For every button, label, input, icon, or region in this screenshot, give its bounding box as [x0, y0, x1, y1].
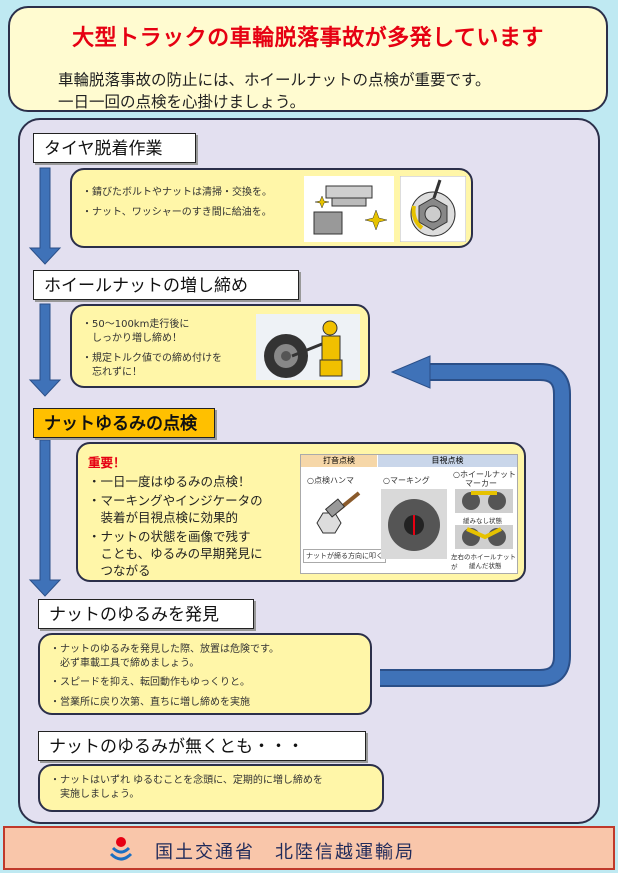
step3-label: ナットゆるみの点検	[33, 408, 215, 438]
step3-point-2: ・マーキングやインジケータの	[88, 493, 263, 508]
step5-bullet-1b: 実施しましょう。	[50, 789, 140, 800]
header-line-1: 車輪脱落事故の防止には、ホイールナットの点検が重要です。	[58, 71, 491, 89]
marking-wheel-icon	[381, 489, 447, 559]
marker-loose-caption-2: 緩んだ状態	[469, 562, 502, 570]
step2-bullet-1b: しっかり増し締め！	[82, 333, 182, 344]
step1-bullet-1: ・錆びたボルトやナットは清掃・交換を。	[82, 187, 272, 198]
step4-label: ナットのゆるみを発見	[38, 599, 254, 629]
hammer-icon	[316, 491, 361, 534]
step5-label: ナットのゆるみが無くとも・・・	[38, 731, 366, 761]
col-hammer-header: 打音点検	[301, 455, 377, 467]
step5-bullet-1: ・ナットはいずれ ゆるむことを念頭に、定期的に増し締めを	[50, 775, 323, 786]
step2-bullet-1: ・50～100km走行後に	[82, 319, 190, 330]
ministry-logo-icon	[109, 837, 133, 861]
worker-tightening-illustration	[256, 314, 360, 380]
page-title: 大型トラックの車輪脱落事故が多発しています	[72, 26, 544, 51]
nut-oiling-illustration	[400, 176, 466, 242]
return-arrowhead	[390, 355, 431, 389]
down-arrow-1	[28, 167, 62, 265]
nut-marker-label-2: マーカー	[465, 479, 497, 488]
step2-label: ホイールナットの増し締め	[33, 270, 299, 300]
important-heading: 重要！	[88, 455, 126, 470]
step5-box: ・ナットはいずれ ゆるむことを念頭に、定期的に増し締めを 実施しましょう。	[38, 764, 384, 812]
nut-marker-label: ○ホイールナット	[453, 470, 516, 479]
step1-bullet-2: ・ナット、ワッシャーのすき間に給油を。	[82, 207, 272, 218]
marker-ok-caption: 緩みなし状態	[463, 517, 502, 525]
step3-point-3: ・ナットの状態を画像で残す	[88, 529, 251, 544]
header-line-2: 一日一回の点検を心掛けましょう。	[58, 93, 306, 111]
marker-loose-caption-1: 左右のホイールナットが	[451, 553, 516, 571]
footer-org: 国土交通省 北陸信越運輸局	[155, 842, 415, 863]
step4-bullet-2: ・スピードを抑え、転回動作もゆっくりと。	[50, 677, 250, 688]
step4-bullet-1b: 必ず車載工具で締めましょう。	[50, 658, 200, 669]
bolt-cleaning-illustration	[304, 176, 394, 242]
step3-point-3b: ことも、ゆるみの早期発見に	[88, 546, 263, 561]
step3-point-2b: 装着が目視点検に効果的	[88, 510, 239, 525]
step4-bullet-3: ・営業所に戻り次第、直ちに増し締めを実施	[50, 697, 250, 708]
down-arrow-2	[28, 303, 62, 397]
marker-loose-icon	[455, 525, 513, 549]
header-banner: 大型トラックの車輪脱落事故が多発しています 車輪脱落事故の防止には、ホイールナッ…	[8, 6, 608, 112]
marker-ok-icon	[455, 489, 513, 513]
step1-box: ・錆びたボルトやナットは清掃・交換を。 ・ナット、ワッシャーのすき間に給油を。	[70, 168, 473, 248]
hammer-label: ○点検ハンマ	[307, 476, 354, 485]
step1-label: タイヤ脱着作業	[33, 133, 196, 163]
marking-label: ○マーキング	[383, 476, 430, 485]
step3-point-1: ・一日一度はゆるみの点検！	[88, 474, 251, 489]
inspection-table: 打音点検 目視点検 ○点検ハンマ ナットが締る方向に叩く ○マーキング ○ホイー…	[300, 454, 518, 574]
hammer-caption: ナットが締る方向に叩く	[303, 549, 386, 563]
step4-bullet-1: ・ナットのゆるみを発見した際、放置は危険です。	[50, 644, 279, 655]
step4-box: ・ナットのゆるみを発見した際、放置は危険です。 必ず車載工具で締めましょう。 ・…	[38, 633, 372, 715]
col-visual-header: 目視点検	[378, 455, 517, 467]
step2-bullet-2: ・規定トルク値での締め付けを	[82, 353, 222, 364]
step3-point-3c: つながる	[88, 563, 151, 578]
down-arrow-3	[28, 439, 62, 597]
step2-box: ・50～100km走行後に しっかり増し締め！ ・規定トルク値での締め付けを 忘…	[70, 304, 370, 388]
step2-bullet-2b: 忘れずに！	[82, 367, 142, 378]
footer-banner: 国土交通省 北陸信越運輸局	[3, 826, 615, 870]
